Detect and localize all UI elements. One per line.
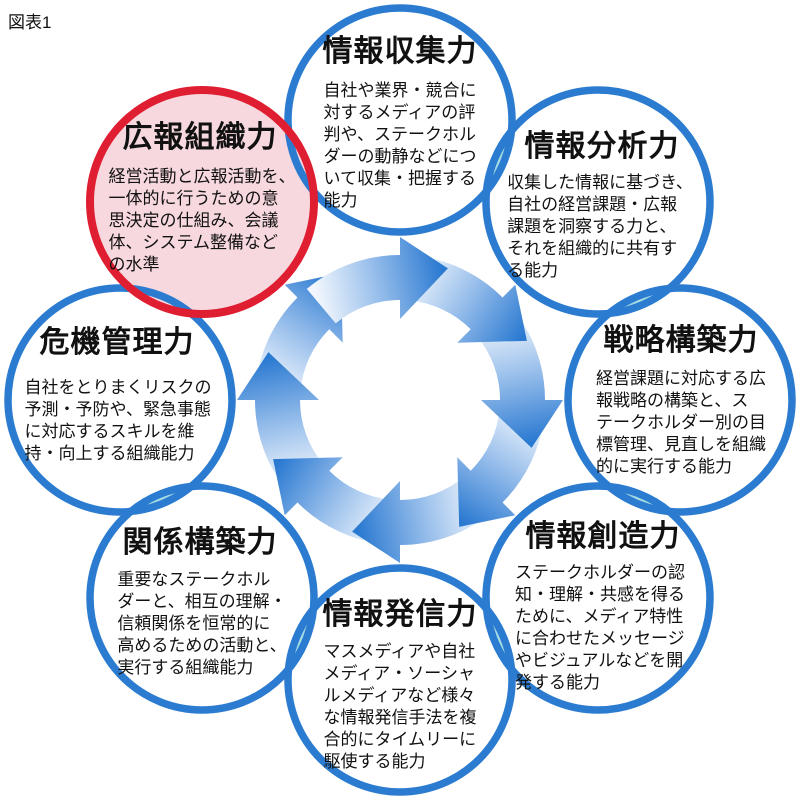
circle-relationship-building [86, 482, 318, 714]
circle-fill-information-gathering [288, 8, 512, 232]
circle-fill-information-dissemination [288, 568, 512, 792]
node-description: 収集した情報に基づき、 自社の経営課題・広報 課題を洞察する力と、 それを組織的… [507, 173, 693, 280]
circle-fill-strategy-building [568, 288, 792, 512]
circle-fill-information-analysis [486, 90, 710, 314]
figure-label: 図表1 [8, 13, 52, 32]
node-circle-fills [8, 8, 792, 792]
node-description: 自社や業界・競合に 対するメディアの評 判や、ステークホル ダーの動静などにつ … [323, 81, 477, 210]
node-title: 情報収集力 [322, 35, 478, 68]
node-title: 危機管理力 [39, 326, 195, 359]
circle-crisis-management [4, 284, 236, 516]
cycle-arrow [306, 237, 448, 324]
node-title: 関係構築力 [122, 526, 278, 559]
circle-pr-organization [86, 86, 318, 318]
node-description: 経営課題に対応する広 報戦略の構築と、ス テークホルダー別の目 標管理、見直しを… [596, 369, 766, 476]
node-title: 広報組織力 [122, 121, 278, 154]
circle-fill-relationship-building [90, 486, 314, 710]
node-title: 情報分析力 [524, 130, 680, 163]
circle-fill-pr-organization [90, 90, 314, 314]
node-title: 戦略構築力 [603, 324, 759, 357]
circle-information-dissemination [284, 564, 516, 796]
circle-information-gathering [284, 4, 516, 236]
node-circle-strokes [4, 4, 796, 796]
circle-fill-information-creation [486, 486, 710, 710]
node-description: 自社をとりまくリスクの 予測・予防や、緊急事態 に対応するスキルを維 持・向上す… [24, 378, 212, 463]
node-title: 情報創造力 [525, 520, 681, 553]
node-description: マスメディアや自社 メディア・ソーシャ ルメディアなど様々 な情報発信手法を複 … [323, 642, 477, 771]
circle-information-analysis [482, 86, 714, 318]
node-description: 経営活動と広報活動を、 一体的に行うための意 思決定の仕組み、会議 体、システム… [108, 167, 296, 274]
circle-strategy-building [564, 284, 796, 516]
node-title: 情報発信力 [322, 598, 478, 631]
node-description: ステークホルダーの認 知・理解・共感を得る ために、メディア特性 に合わせたメッ… [515, 563, 685, 692]
node-description: 重要なステークホル ダーと、相互の理解・ 信頼関係を恒常的に 高めるための活動と… [117, 570, 287, 677]
circle-fill-crisis-management [8, 288, 232, 512]
circle-information-creation [482, 482, 714, 714]
